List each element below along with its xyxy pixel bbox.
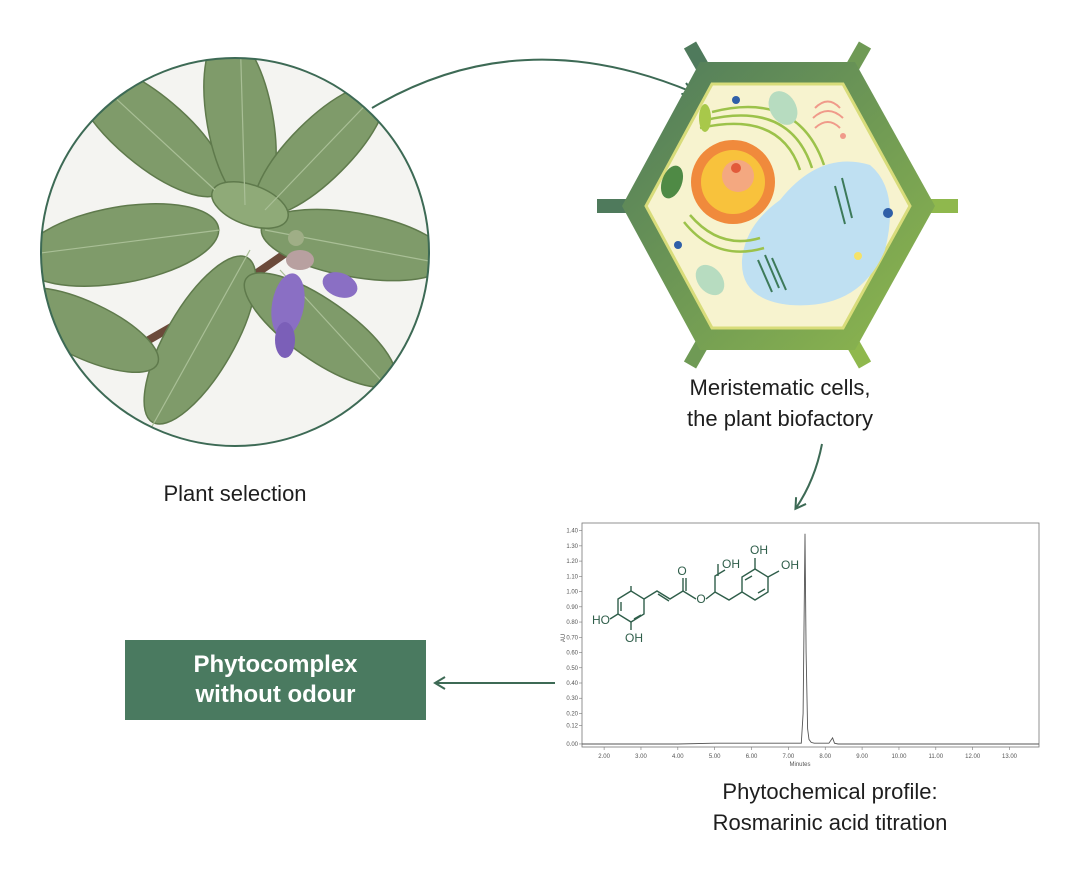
caption-profile-line1: Phytochemical profile: <box>722 779 938 804</box>
vacuole <box>741 161 890 306</box>
y-tick-label: 1.40 <box>566 529 578 535</box>
y-tick-label: 0.70 <box>566 635 578 641</box>
x-tick-label: 6.00 <box>746 754 758 760</box>
result-line1: Phytocomplex <box>193 651 358 678</box>
y-tick-label: 0.12 <box>566 724 578 730</box>
caption-profile-line2: Rosmarinic acid titration <box>712 810 948 835</box>
plant-cell-illustration <box>597 41 958 369</box>
arrow-cell-to-profile <box>794 443 823 511</box>
result-line2: without odour <box>195 681 356 708</box>
chromatogram-trace <box>582 533 1039 745</box>
y-tick-label: 0.90 <box>566 605 578 611</box>
y-tick-label: 1.10 <box>566 574 578 580</box>
molecule-label-o1: O <box>677 564 686 578</box>
x-axis-label: Minutes <box>789 762 810 768</box>
caption-plant-selection: Plant selection <box>120 478 350 509</box>
x-tick-label: 12.00 <box>965 754 981 760</box>
x-tick-label: 5.00 <box>709 754 721 760</box>
y-tick-label: 1.00 <box>566 590 578 596</box>
x-tick-label: 10.00 <box>891 754 907 760</box>
y-tick-label: 0.30 <box>566 696 578 702</box>
molecule-label-cooh: OH <box>722 557 740 571</box>
x-tick-label: 13.00 <box>1002 754 1018 760</box>
y-tick-label: 0.80 <box>566 620 578 626</box>
x-tick-label: 3.00 <box>635 754 647 760</box>
molecule-label-o2: O <box>696 592 705 606</box>
y-tick-label: 1.30 <box>566 544 578 550</box>
caption-phytochemical-profile: Phytochemical profile: Rosmarinic acid t… <box>630 776 1030 838</box>
arrow-plant-to-cell <box>371 58 695 109</box>
rosmarinic-acid-structure <box>609 558 780 630</box>
x-tick-label: 8.00 <box>819 754 831 760</box>
y-tick-label: 0.00 <box>566 742 578 748</box>
y-tick-label: 0.40 <box>566 681 578 687</box>
plot-frame <box>581 522 1040 748</box>
y-axis-label: AU <box>561 634 567 642</box>
caption-meristematic-cells: Meristematic cells, the plant biofactory <box>610 372 950 434</box>
caption-cells-line1: Meristematic cells, <box>689 375 871 400</box>
molecule-label-ho-left: HO <box>592 613 610 627</box>
chromatogram: 0.00 0.12 0.20 0.30 0.40 0.50 0.60 0.70 0.80 0.90… <box>555 520 1042 770</box>
molecule-label-oh-bottom: OH <box>625 631 643 645</box>
y-tick-label: 0.60 <box>566 651 578 657</box>
x-tick-label: 2.00 <box>598 754 610 760</box>
chromatogram-plot: 0.00 0.12 0.20 0.30 0.40 0.50 0.60 0.70 0.80 0.90… <box>555 520 1042 770</box>
x-tick-label: 9.00 <box>856 754 868 760</box>
plant-photo <box>40 57 430 447</box>
y-tick-label: 0.50 <box>566 666 578 672</box>
molecule-label-oh-top: OH <box>750 543 768 557</box>
x-tick-label: 4.00 <box>672 754 684 760</box>
caption-plant-text: Plant selection <box>163 481 307 506</box>
x-tick-label: 11.00 <box>929 754 944 760</box>
flower-cluster <box>271 230 358 358</box>
x-tick-label: 7.00 <box>783 754 795 760</box>
y-tick-label: 0.20 <box>566 711 578 717</box>
y-tick-label: 1.20 <box>566 559 578 565</box>
molecule-label-oh-right: OH <box>781 558 799 572</box>
caption-cells-line2: the plant biofactory <box>687 406 873 431</box>
result-phytocomplex-box: Phytocomplex without odour <box>125 640 426 720</box>
